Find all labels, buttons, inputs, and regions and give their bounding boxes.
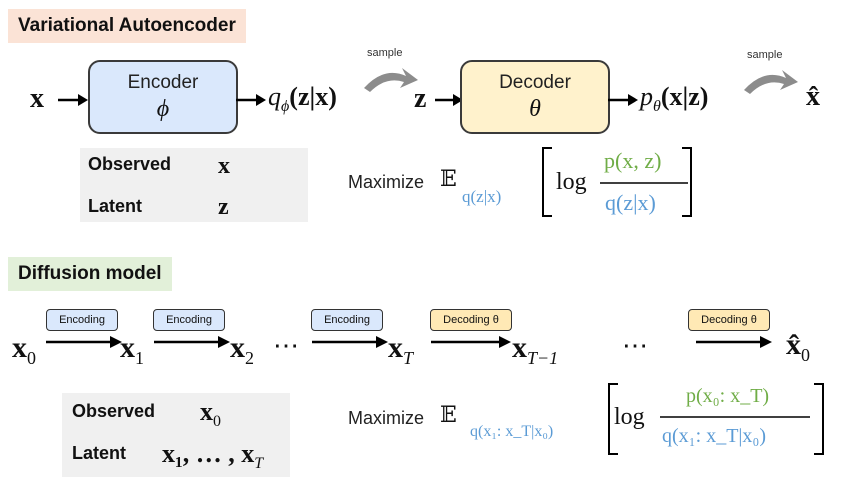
- arrow-x0-to-x1: [46, 336, 122, 348]
- diffusion-node-x0: x0: [12, 331, 36, 368]
- diffusion-maximize-label: Maximize: [348, 408, 425, 428]
- sample-arrow-1: [364, 68, 418, 92]
- decoding-tag-1: Decoding θ: [430, 309, 512, 331]
- vae-log-text: log: [556, 169, 587, 195]
- arrow-decoder-to-p: [608, 94, 638, 106]
- sample-label-2: sample: [747, 49, 783, 61]
- vae-expectation-subscript: q(z|x): [462, 187, 502, 206]
- encoder-label: Encoder: [127, 71, 199, 93]
- arrow-z-to-decoder: [435, 94, 463, 106]
- diffusion-latent-value: x₁, … , xT: [162, 439, 264, 473]
- diffusion-node-xhat0: x̂0: [786, 328, 810, 365]
- encoder-box: Encoder ϕ: [88, 60, 238, 134]
- vae-latent-label: Latent: [88, 196, 142, 216]
- sample-arrow-2: [744, 70, 798, 94]
- vae-left-bracket: [542, 147, 552, 217]
- diffusion-numerator: p(x₀: x_T): [686, 385, 770, 407]
- vae-latent-z: z: [414, 83, 427, 114]
- vae-observed-label: Observed: [88, 154, 172, 174]
- diffusion-observed-value: x0: [200, 397, 221, 431]
- vae-variables-panel: [80, 148, 308, 222]
- arrow-encoder-to-q: [236, 94, 266, 106]
- encoder-param: ϕ: [156, 95, 170, 122]
- vae-input-x: x: [30, 83, 44, 114]
- arrow-x1-to-x2: [154, 336, 230, 348]
- vae-maximize-label: Maximize: [348, 172, 425, 192]
- diffusion-node-x1: x1: [120, 331, 144, 368]
- decoder-param: θ: [529, 95, 541, 122]
- vae-observed-value: x: [218, 153, 230, 179]
- encoding-tag-2: Encoding: [153, 309, 225, 331]
- diffusion-node-xTm1: xT−1: [512, 331, 559, 368]
- vae-section-title: Variational Autoencoder: [8, 9, 246, 43]
- diffusion-node-xT: xT: [388, 331, 414, 368]
- arrow-dots-to-xT: [312, 336, 388, 348]
- vae-numerator: p(x, z): [604, 148, 662, 173]
- diffusion-variables-panel: [62, 393, 290, 477]
- vae-expectation-symbol: 𝔼: [440, 166, 457, 191]
- vae-q-distribution: qϕ(z|x): [268, 82, 337, 116]
- diffusion-fraction-line: [660, 416, 810, 418]
- encoding-tag-1: Encoding: [46, 309, 118, 331]
- decoding-tag-2: Decoding θ: [688, 309, 770, 331]
- diffusion-node-x2: x2: [230, 331, 254, 368]
- vae-output-xhat: x̂: [806, 81, 820, 112]
- diffusion-log-text: log: [614, 404, 645, 430]
- diffusion-section-title: Diffusion model: [8, 257, 172, 291]
- diffusion-expectation-symbol: 𝔼: [440, 402, 457, 427]
- diffusion-right-bracket: [814, 383, 824, 455]
- diffusion-ellipsis-2: ⋯: [622, 331, 648, 360]
- vae-right-bracket: [682, 147, 692, 217]
- diffusion-denominator: q(x₁: x_T|x₀): [662, 425, 767, 447]
- vae-p-distribution: pθ(x|z): [640, 82, 709, 116]
- diffusion-latent-label: Latent: [72, 443, 126, 463]
- vae-latent-value: z: [218, 194, 229, 220]
- sample-label-1: sample: [367, 47, 403, 59]
- vae-fraction-line: [600, 182, 688, 184]
- diffusion-left-bracket: [608, 383, 618, 455]
- arrow-xT-to-xTm1: [431, 336, 511, 348]
- arrow-x-to-encoder: [58, 94, 88, 106]
- encoding-tag-3: Encoding: [311, 309, 383, 331]
- vae-denominator: q(z|x): [605, 190, 656, 215]
- decoder-label: Decoder: [499, 71, 571, 93]
- arrow-dots-to-xhat0: [696, 336, 772, 348]
- diffusion-ellipsis-1: ⋯: [273, 331, 299, 360]
- diffusion-observed-label: Observed: [72, 401, 156, 421]
- decoder-box: Decoder θ: [460, 60, 610, 134]
- diffusion-expectation-subscript: q(x₁: x_T|x₀): [470, 423, 554, 440]
